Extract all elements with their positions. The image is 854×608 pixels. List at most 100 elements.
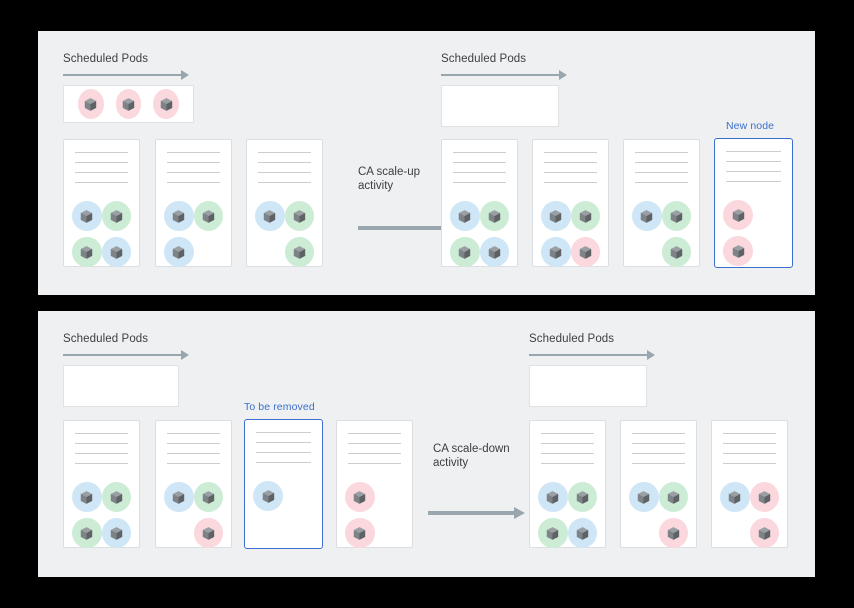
pod-icon xyxy=(479,237,509,267)
node-card[interactable] xyxy=(620,420,697,548)
node-pods xyxy=(337,473,412,551)
node-spec-lines xyxy=(247,140,322,183)
node-pods xyxy=(245,472,322,550)
pod-icon xyxy=(284,237,314,267)
pod-icon xyxy=(570,201,600,231)
node-pods xyxy=(715,191,792,269)
pod-slot-empty xyxy=(754,236,784,266)
node-card[interactable] xyxy=(711,420,788,548)
node-spec-lines xyxy=(715,139,792,182)
pod-icon xyxy=(193,482,223,512)
node-card[interactable] xyxy=(336,420,413,548)
pod-icon xyxy=(567,518,597,548)
pod-icon xyxy=(101,201,131,231)
node-spec-lines xyxy=(712,421,787,464)
node-label-new-node: New node xyxy=(726,120,775,132)
node-spec-lines xyxy=(64,140,139,183)
pod-pending-3 xyxy=(153,89,180,119)
scheduled-pods-arrow xyxy=(529,350,674,360)
scheduled-pods-group-before-up: Scheduled Pods xyxy=(63,52,208,123)
node-card[interactable] xyxy=(529,420,606,548)
node-spec-lines xyxy=(621,421,696,464)
node-pods xyxy=(442,192,517,270)
activity-scale-down: CA scale-down activity xyxy=(433,442,543,470)
pod-slot-empty xyxy=(284,481,314,511)
pod-icon xyxy=(101,482,131,512)
node-pods xyxy=(247,192,322,270)
pod-icon xyxy=(658,482,688,512)
node-spec-lines xyxy=(337,421,412,464)
node-pods xyxy=(156,192,231,270)
node-spec-lines xyxy=(156,140,231,183)
pending-pods-box xyxy=(63,85,194,123)
pod-icon xyxy=(72,237,102,267)
pod-icon xyxy=(255,201,285,231)
pod-icon xyxy=(538,518,568,548)
pod-icon xyxy=(450,201,480,231)
node-card[interactable] xyxy=(63,420,140,548)
scheduled-pods-label: Scheduled Pods xyxy=(441,53,527,65)
panel-scale-up: Scheduled Pods xyxy=(38,31,815,295)
pod-slot-empty xyxy=(194,237,224,267)
scheduled-pods-label: Scheduled Pods xyxy=(63,53,149,65)
pod-icon xyxy=(101,518,131,548)
scheduled-pods-group-after-down: Scheduled Pods xyxy=(529,332,674,407)
scheduled-pods-arrow xyxy=(63,350,208,360)
pod-icon xyxy=(193,518,223,548)
pod-icon xyxy=(450,237,480,267)
pod-icon xyxy=(541,237,571,267)
pending-pods-box xyxy=(63,365,179,407)
pod-icon xyxy=(101,237,131,267)
node-spec-lines xyxy=(624,140,699,183)
node-pods xyxy=(64,473,139,551)
node-card-to-remove[interactable] xyxy=(244,419,323,549)
pod-slot-empty xyxy=(375,482,405,512)
pod-icon xyxy=(164,201,194,231)
pod-icon xyxy=(570,237,600,267)
node-spec-lines xyxy=(156,421,231,464)
panel-scale-down: Scheduled Pods xyxy=(38,311,815,577)
pod-icon xyxy=(723,236,754,266)
node-card[interactable] xyxy=(623,139,700,267)
pod-slot-empty xyxy=(284,517,314,547)
node-pods xyxy=(621,473,696,551)
pending-pods-box xyxy=(529,365,647,407)
node-card[interactable] xyxy=(63,139,140,267)
scheduled-pods-label: Scheduled Pods xyxy=(529,333,615,345)
pod-icon xyxy=(72,482,102,512)
pod-icon xyxy=(720,482,750,512)
pod-icon xyxy=(253,481,284,511)
pod-icon xyxy=(538,482,568,512)
activity-arrow-scale-down xyxy=(428,507,528,519)
node-pods xyxy=(712,473,787,551)
node-pods xyxy=(64,192,139,270)
activity-label: CA scale-up activity xyxy=(358,166,421,192)
pod-icon xyxy=(284,201,314,231)
node-card[interactable] xyxy=(155,420,232,548)
node-pods xyxy=(530,473,605,551)
node-card[interactable] xyxy=(246,139,323,267)
pod-slot-empty xyxy=(720,518,750,548)
pod-slot-empty xyxy=(255,237,285,267)
pod-slot-empty xyxy=(375,518,405,548)
activity-scale-up: CA scale-up activity xyxy=(358,165,453,193)
pod-slot-empty xyxy=(632,237,662,267)
node-pods xyxy=(156,473,231,551)
pod-icon xyxy=(193,201,223,231)
node-spec-lines xyxy=(64,421,139,464)
pod-pending-2 xyxy=(115,89,142,119)
pod-icon xyxy=(72,518,102,548)
node-card[interactable] xyxy=(441,139,518,267)
pod-icon xyxy=(629,482,659,512)
node-card-new[interactable] xyxy=(714,138,793,268)
scheduled-pods-label: Scheduled Pods xyxy=(63,333,149,345)
scheduled-pods-arrow xyxy=(441,70,586,80)
pod-icon xyxy=(479,201,509,231)
pod-icon xyxy=(164,237,194,267)
pod-slot-empty xyxy=(629,518,659,548)
node-pods xyxy=(624,192,699,270)
node-card[interactable] xyxy=(155,139,232,267)
node-card[interactable] xyxy=(532,139,609,267)
pod-pending-1 xyxy=(78,89,104,119)
node-pods xyxy=(533,192,608,270)
